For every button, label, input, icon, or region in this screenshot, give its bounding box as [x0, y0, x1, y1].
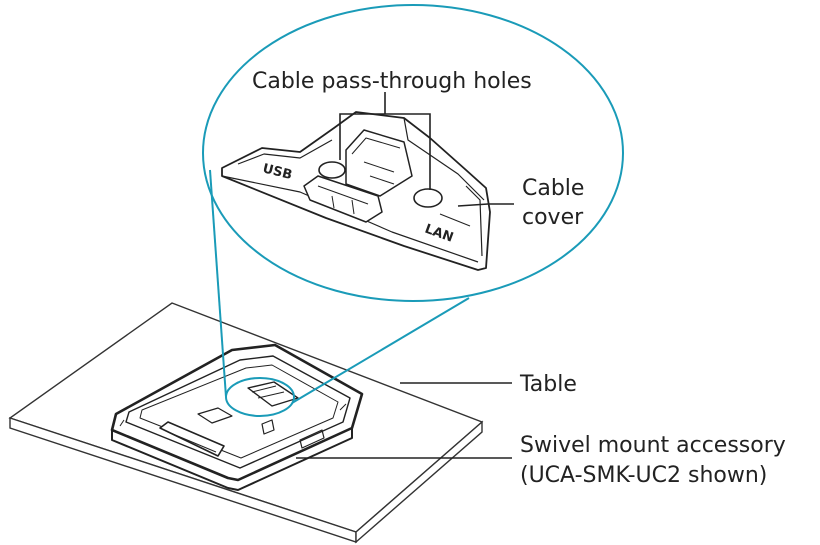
cable-cover-enlarged [221, 111, 491, 271]
swivel-label-line1: Swivel mount accessory [520, 433, 786, 458]
connector-right [291, 297, 470, 404]
leader-lines [296, 92, 514, 459]
magnifier-callout [202, 4, 624, 417]
swivel-label-line2: (UCA-SMK-UC2 shown) [520, 463, 767, 488]
cable-cover-label-line1: Cable [522, 176, 584, 201]
swivel-mount [110, 343, 364, 491]
cable-cover-label-line2: cover [522, 205, 584, 230]
table-label: Table [519, 372, 577, 397]
zoom-circle [202, 4, 624, 302]
usb-label: USB [261, 161, 294, 183]
connector-left [209, 169, 227, 398]
cable-cover-leader [457, 203, 514, 207]
cable-holes-label: Cable pass-through holes [252, 69, 532, 94]
